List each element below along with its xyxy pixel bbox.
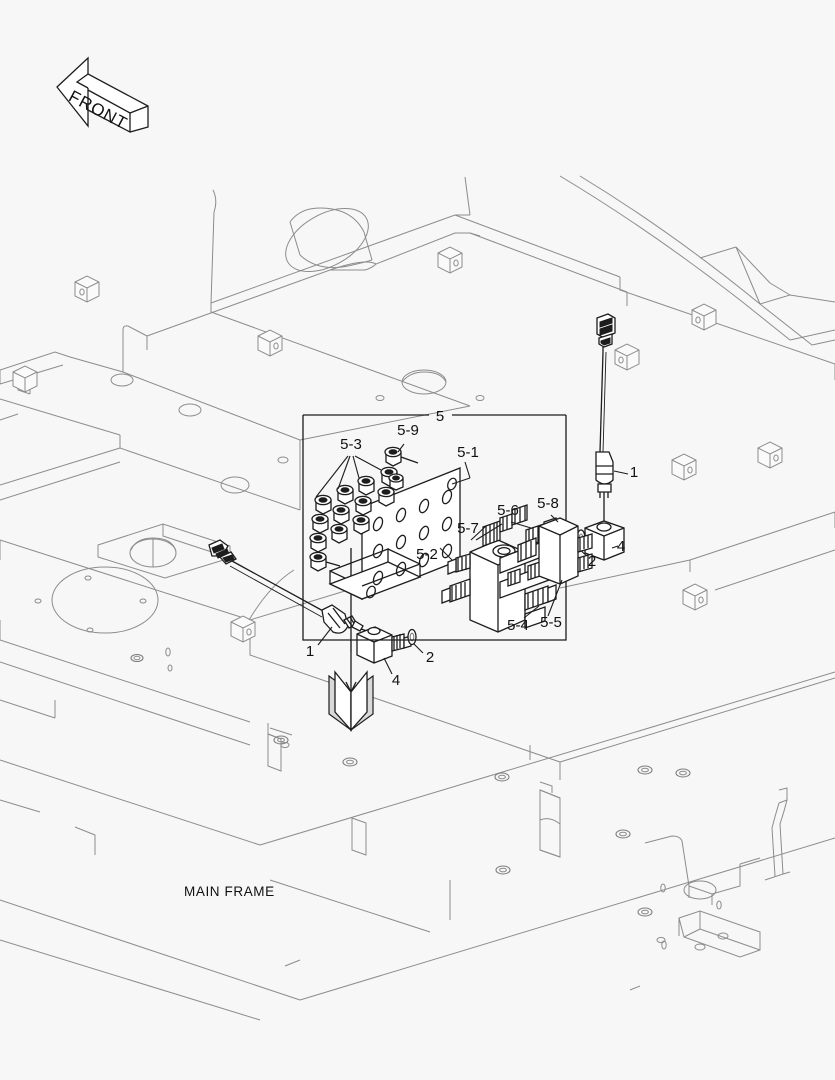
callout-5-2: 5-2: [416, 546, 438, 563]
nut: [330, 523, 348, 544]
leader-5-3: [315, 455, 382, 498]
callout-4-left: 4: [392, 672, 400, 689]
left-sensor-assembly: [208, 539, 424, 732]
callout-1-left: 1: [306, 643, 314, 660]
nut: [309, 532, 327, 553]
nut: [336, 484, 354, 505]
nut: [357, 475, 375, 496]
callout-2-left: 2: [426, 649, 434, 666]
end-block-5-8: [538, 514, 593, 585]
callout-1-right: 1: [630, 464, 638, 481]
leader-left-1: [317, 626, 333, 646]
left-sensor-cable: [231, 560, 326, 613]
callout-4-right: 4: [617, 538, 625, 555]
callout-5-5: 5-5: [540, 614, 562, 631]
left-seal-washer: [407, 628, 417, 646]
nut: [354, 495, 372, 516]
callout-5-8: 5-8: [537, 495, 559, 512]
callout-5-9: 5-9: [397, 422, 419, 439]
left-angle-bracket: [328, 670, 374, 732]
main-frame-illustration: [0, 175, 835, 1021]
leader-right-1: [613, 470, 629, 475]
nut-set-5-3: [309, 455, 398, 572]
manifold-assembly-5: [439, 504, 593, 633]
callout-5: 5: [436, 408, 444, 425]
callout-5-7: 5-7: [457, 520, 479, 537]
left-cable-connector: [208, 539, 237, 565]
leader-5-2: [439, 547, 453, 561]
leader-right-4: [611, 545, 619, 549]
nut: [352, 514, 370, 535]
nut: [309, 551, 341, 572]
leader-left-2: [413, 643, 424, 654]
fitting-top-5-7: [470, 504, 528, 547]
nut: [377, 486, 395, 507]
nut: [311, 513, 329, 534]
callout-5-3: 5-3: [340, 436, 362, 453]
nut: [314, 494, 332, 515]
main-frame-label: MAIN FRAME: [184, 884, 275, 899]
callout-5-6: 5-6: [497, 502, 519, 519]
callout-2-right: 2: [588, 553, 596, 570]
leader-5-4: [523, 605, 540, 619]
cube-marker-group: [12, 246, 783, 643]
leader-left-4: [383, 657, 393, 675]
left-solenoid-valve-block: [356, 626, 412, 664]
leader-5-5: [547, 579, 563, 617]
callout-5-4: 5-4: [507, 617, 529, 634]
callout-5-1: 5-1: [457, 444, 479, 461]
right-cable-connector: [596, 313, 616, 352]
right-pressure-sensor-body: [595, 451, 614, 522]
bolt-5-9: [384, 443, 419, 491]
callout-labels: 1 4 2 1 2 4 5 5-3 5-9 5-1 5-2 5-7 5-6 5-…: [306, 408, 638, 689]
leader-5-1: [451, 461, 471, 485]
right-sensor-cable: [599, 351, 604, 453]
bracket-hole-grid: [366, 477, 457, 599]
nut: [332, 504, 350, 525]
